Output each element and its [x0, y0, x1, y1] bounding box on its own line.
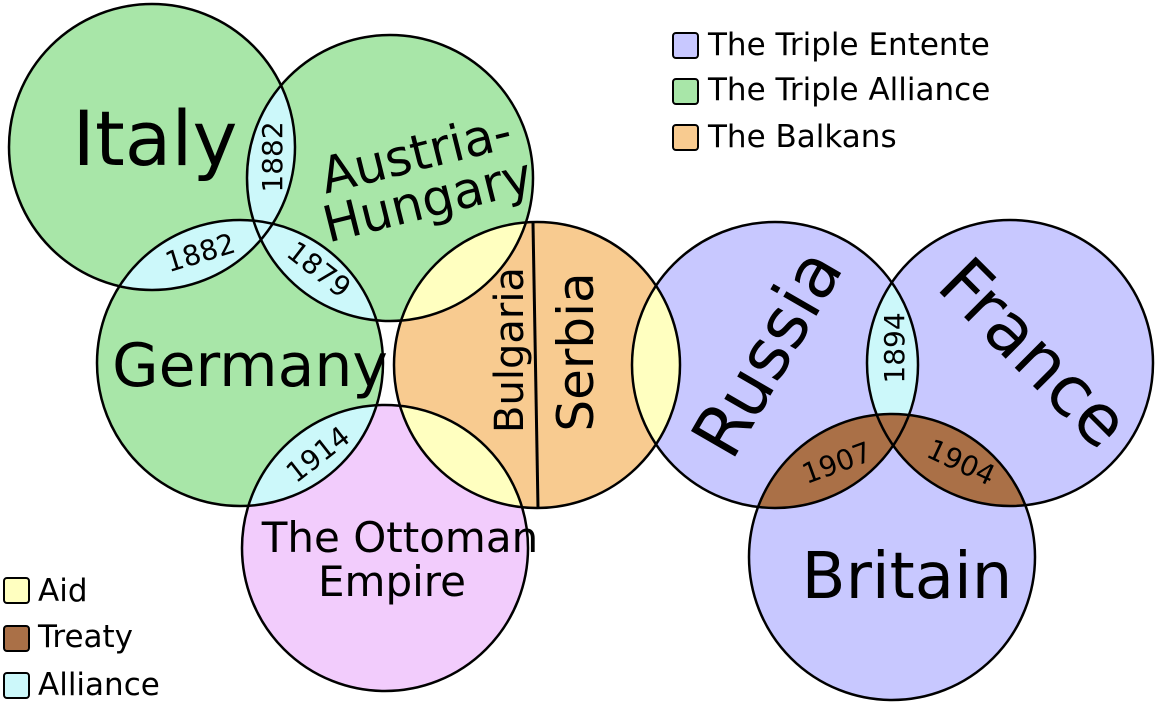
legend-swatch-entente — [672, 32, 699, 59]
legend-label-alliance-relation: Alliance — [38, 667, 160, 703]
bulgaria-serbia-divider — [531, 222, 540, 509]
legend-label-balkans: The Balkans — [707, 119, 897, 155]
austria-balkans-overlap — [394, 222, 533, 321]
legend-swatch-alliance — [672, 78, 699, 105]
year-italy-austria: 1882 — [256, 121, 289, 192]
label-ottoman-line1: The Ottoman — [261, 513, 538, 562]
legend-label-entente: The Triple Entente — [707, 27, 990, 63]
legend-relations: Aid Treaty Alliance — [3, 573, 160, 703]
legend-swatch-treaty — [3, 625, 30, 652]
label-serbia: Serbia — [547, 272, 605, 431]
label-italy: Italy — [73, 94, 238, 183]
france-britain-overlap — [867, 414, 1035, 506]
label-germany: Germany — [112, 331, 388, 401]
label-bulgaria: Bulgaria — [487, 267, 533, 433]
legend-label-treaty: Treaty — [37, 619, 133, 655]
germany-ottoman-overlap — [242, 405, 383, 506]
legend-label-alliance: The Triple Alliance — [707, 72, 990, 108]
legend-swatch-aid — [3, 577, 30, 604]
year-russia-france: 1894 — [878, 312, 911, 383]
germany-austria-overlap — [247, 220, 383, 321]
russia-britain-overlap — [749, 414, 918, 508]
legend-groups: The Triple Entente The Triple Alliance T… — [672, 27, 990, 155]
italy-circle — [9, 4, 295, 290]
legend-swatch-balkans — [672, 124, 699, 151]
legend-label-aid: Aid — [38, 573, 88, 609]
label-ottoman-line2: Empire — [318, 557, 466, 606]
label-britain: Britain — [802, 540, 1013, 614]
legend-swatch-alliance-relation — [3, 672, 30, 699]
ottoman-balkans-overlap — [394, 405, 528, 508]
